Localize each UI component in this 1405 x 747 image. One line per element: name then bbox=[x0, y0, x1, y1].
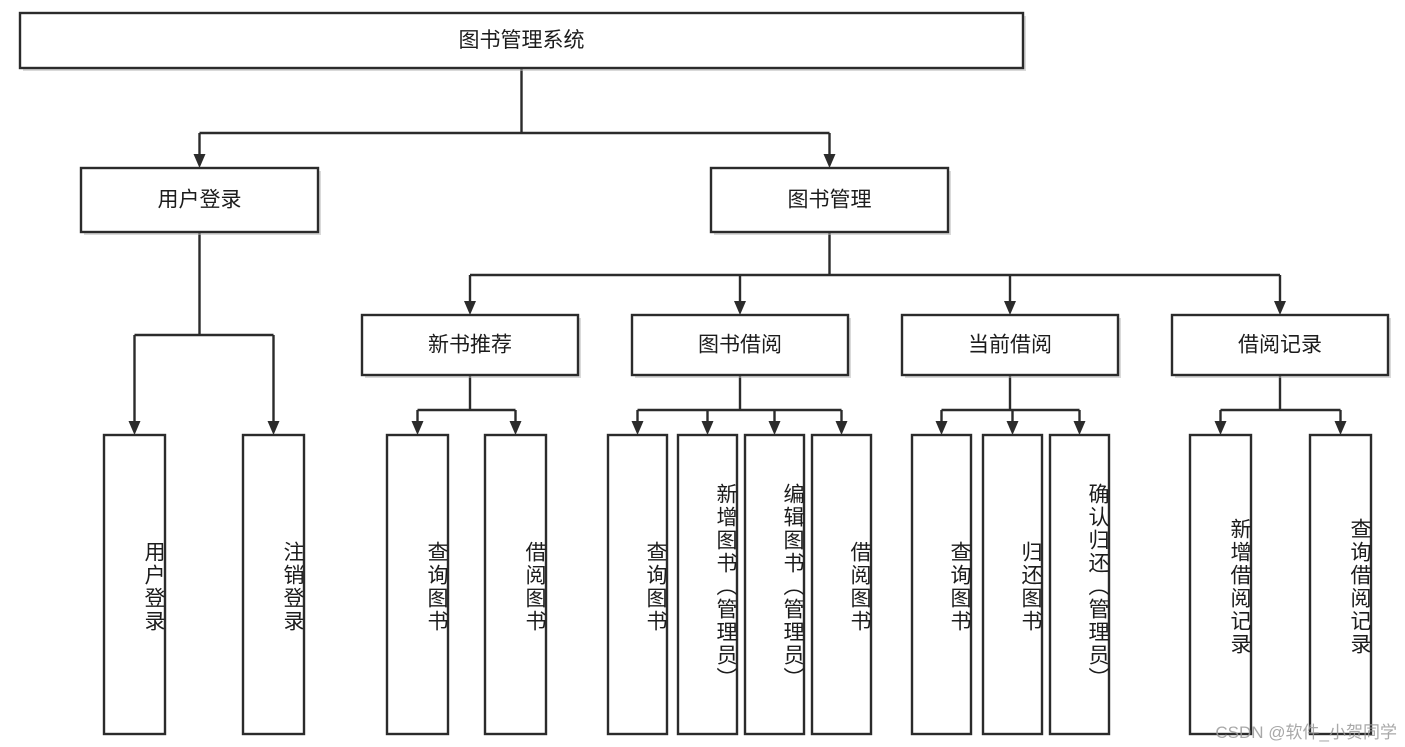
arrow-head-icon bbox=[701, 421, 714, 435]
node-box-leaf-edit-book bbox=[743, 433, 806, 736]
csdn-watermark: CSDN @软件_小贺同学 bbox=[1215, 723, 1397, 742]
arrow-head-icon bbox=[464, 301, 476, 315]
node-label-new-book-rec: 新书推荐 bbox=[428, 334, 512, 357]
arrow-head-icon bbox=[193, 154, 206, 168]
node-box-leaf-query-record bbox=[1308, 433, 1373, 736]
node-box-leaf-query-book-2 bbox=[606, 433, 669, 736]
node-box-new-book-rec bbox=[360, 313, 580, 377]
arrow-head-icon bbox=[411, 421, 424, 435]
node-box-leaf-query-book-1 bbox=[385, 433, 450, 736]
arrow-head-icon bbox=[935, 421, 948, 435]
node-boxes bbox=[18, 11, 1391, 736]
connector-edges bbox=[128, 68, 1347, 435]
node-box-leaf-borrow-book-1 bbox=[483, 433, 548, 736]
arrow-head-icon bbox=[768, 421, 781, 435]
arrow-head-icon bbox=[1006, 421, 1019, 435]
node-box-leaf-confirm-return bbox=[1048, 433, 1111, 736]
node-box-leaf-logout bbox=[241, 433, 306, 736]
arrow-head-icon bbox=[1073, 421, 1086, 435]
arrow-head-icon bbox=[823, 154, 836, 168]
node-label-current-borrow: 当前借阅 bbox=[968, 334, 1052, 357]
node-box-leaf-add-record bbox=[1188, 433, 1253, 736]
node-box-leaf-query-book-3 bbox=[910, 433, 973, 736]
arrow-head-icon bbox=[267, 421, 280, 435]
node-box-current-borrow bbox=[900, 313, 1120, 377]
node-box-leaf-borrow-book-2 bbox=[810, 433, 873, 736]
node-box-user-login bbox=[79, 166, 320, 234]
arrow-head-icon bbox=[631, 421, 644, 435]
node-box-leaf-return-book bbox=[981, 433, 1044, 736]
arrow-head-icon bbox=[509, 421, 522, 435]
node-label-book-borrow: 图书借阅 bbox=[698, 334, 782, 357]
arrow-head-icon bbox=[1274, 301, 1286, 315]
node-box-book-borrow bbox=[630, 313, 850, 377]
node-label-book-manage: 图书管理 bbox=[788, 189, 872, 212]
node-box-leaf-user-login bbox=[102, 433, 167, 736]
node-label-user-login: 用户登录 bbox=[158, 189, 242, 212]
arrow-head-icon bbox=[1004, 301, 1016, 315]
node-box-root bbox=[18, 11, 1025, 70]
node-box-book-manage bbox=[709, 166, 950, 234]
arrow-head-icon bbox=[1334, 421, 1347, 435]
node-box-leaf-add-book bbox=[676, 433, 739, 736]
arrow-head-icon bbox=[734, 301, 746, 315]
node-label-borrow-record: 借阅记录 bbox=[1238, 334, 1322, 357]
arrow-head-icon bbox=[128, 421, 141, 435]
arrow-head-icon bbox=[835, 421, 848, 435]
node-box-borrow-record bbox=[1170, 313, 1390, 377]
node-label-root: 图书管理系统 bbox=[459, 29, 585, 52]
arrow-head-icon bbox=[1214, 421, 1227, 435]
